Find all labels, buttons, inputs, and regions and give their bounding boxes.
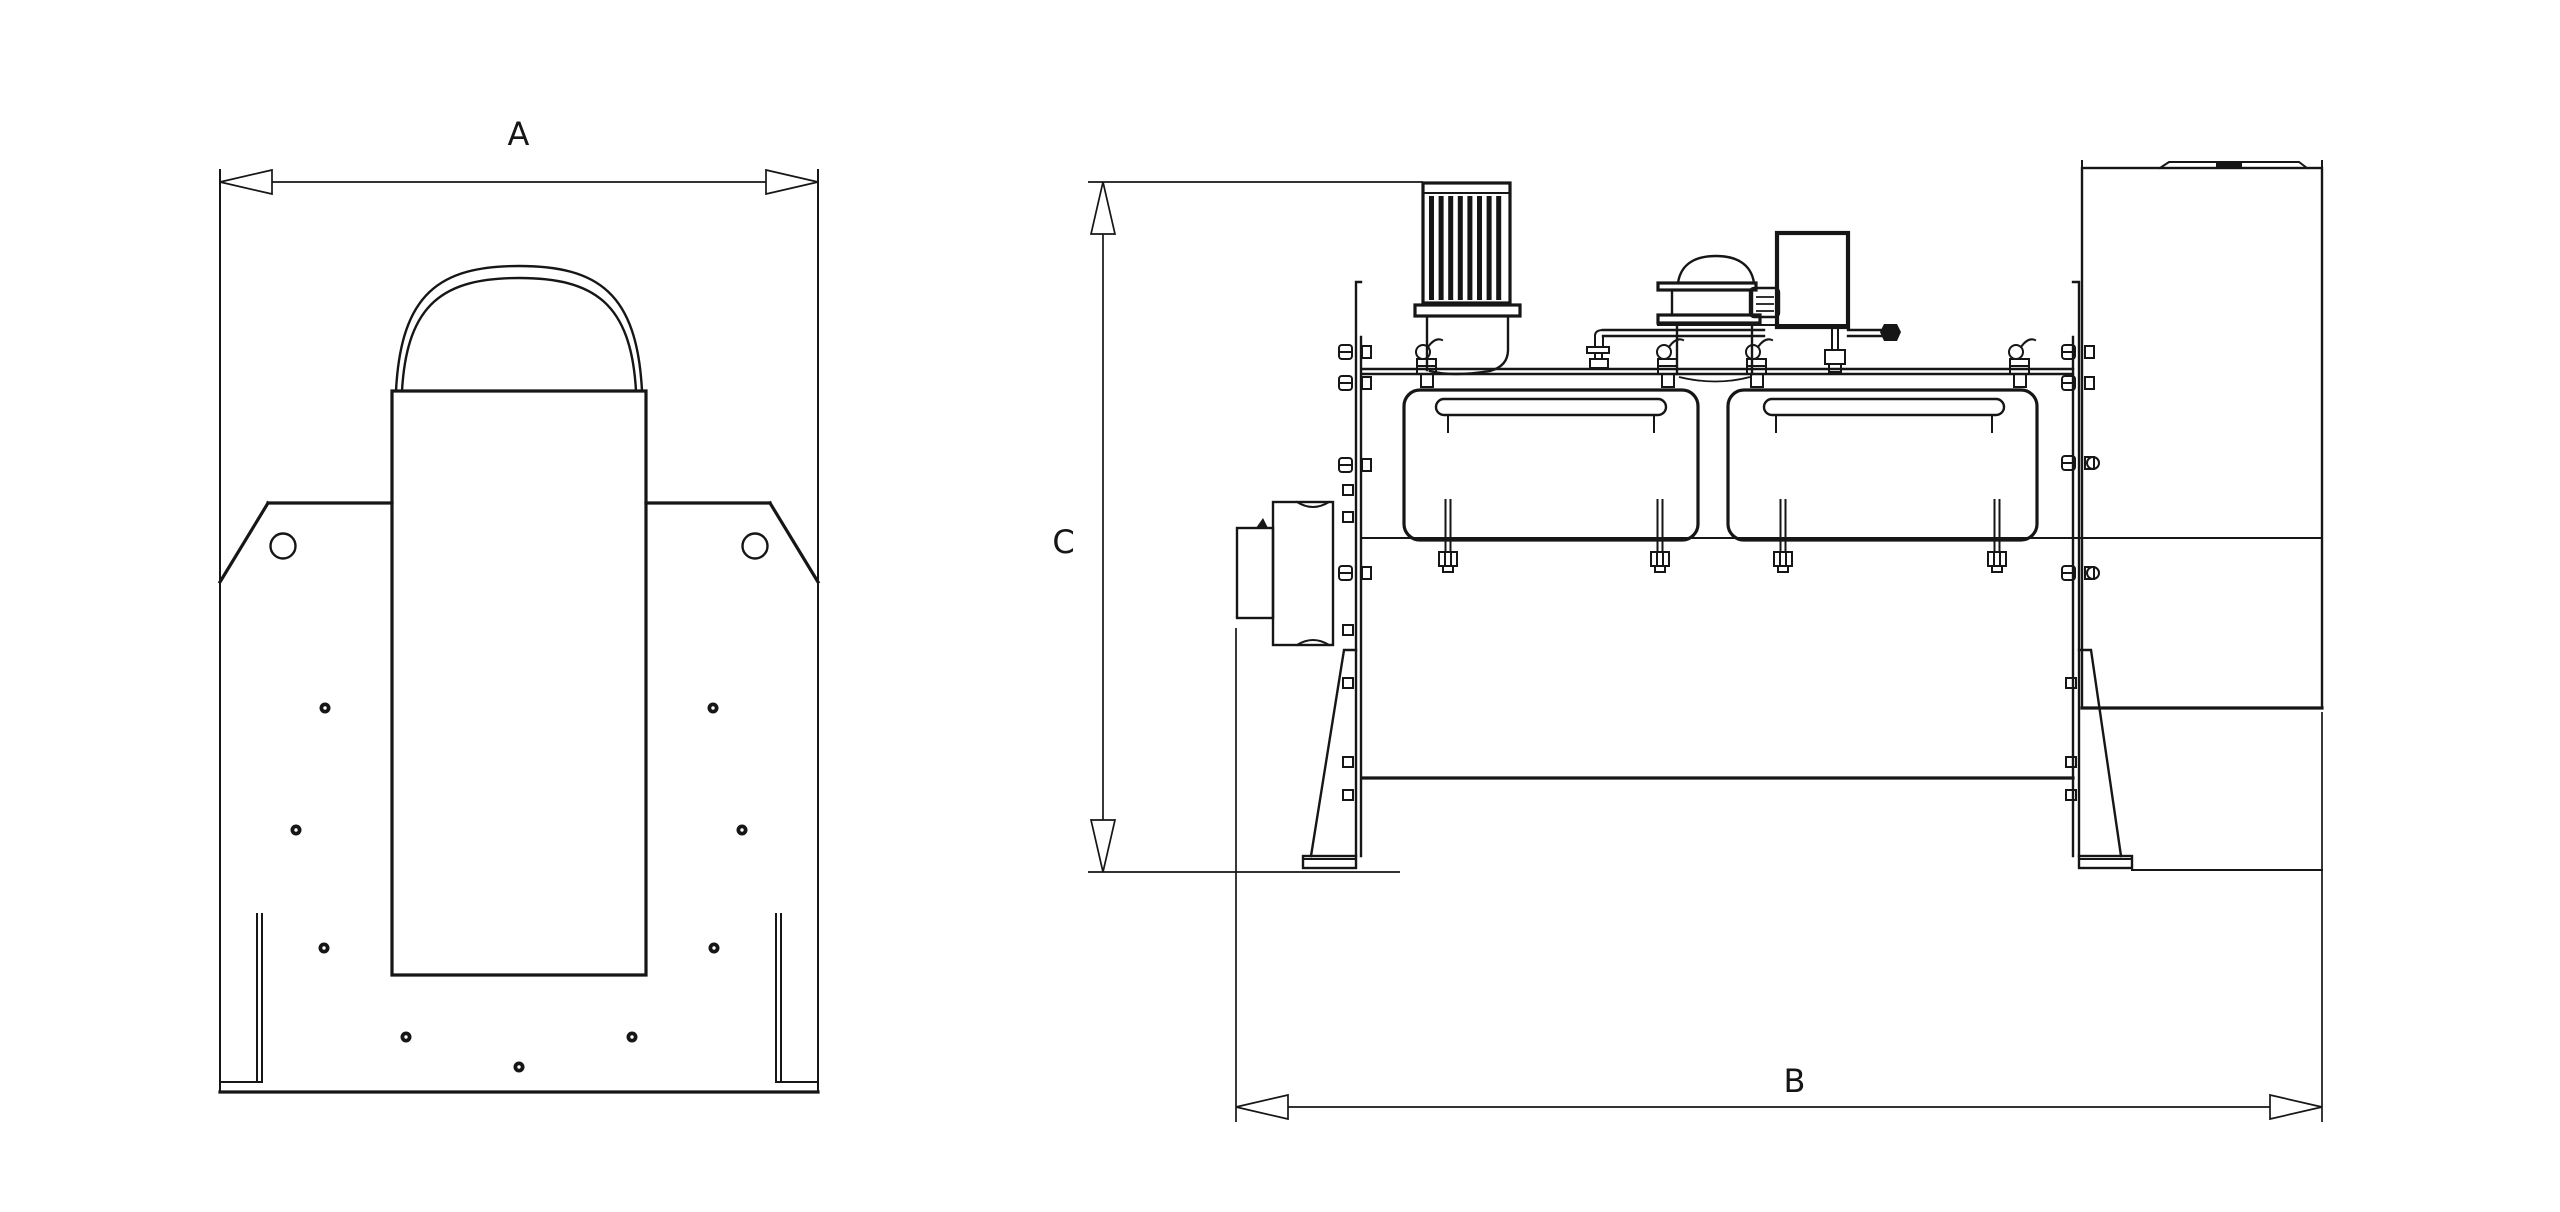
valve-neck	[1675, 321, 1754, 376]
drive-motor	[1413, 181, 1522, 376]
dim-c-extensions	[1088, 181, 1423, 873]
box-top-mark	[2216, 162, 2242, 167]
front-dome-outer	[394, 264, 644, 393]
discharge-box	[2080, 160, 2324, 710]
tank-top-lines	[1360, 367, 2075, 376]
hinge-bar-right	[1762, 397, 2006, 433]
mouth-curve	[1678, 376, 1751, 383]
front-top-plate	[217, 500, 821, 585]
shaft-mark	[1256, 518, 1268, 528]
foot-right	[2077, 854, 2134, 870]
hatch-door-right	[1726, 388, 2039, 542]
motor-fins	[1429, 196, 1502, 300]
mount-hole-right	[741, 532, 769, 560]
door-clamp-studs	[1438, 499, 2007, 573]
leg-gusset-left	[1309, 648, 1358, 858]
dome-lower-flange	[1656, 313, 1762, 325]
valve-actuator	[1748, 286, 1781, 319]
end-plate-left	[1354, 280, 1363, 858]
dimension-c: C	[1052, 181, 1423, 873]
bolt-dots	[290, 702, 748, 1073]
dim-b-arrow-left	[1235, 1094, 1289, 1120]
dim-b-label: B	[1784, 1062, 1807, 1100]
motor-fin-frame	[1421, 181, 1512, 305]
leg-gusset-right	[2077, 648, 2123, 858]
bearing-housing	[1235, 500, 1335, 647]
dim-b-arrow-right	[2269, 1094, 2323, 1120]
dim-b-extensions	[1235, 628, 2323, 1122]
side-view	[1235, 160, 2324, 871]
end-plate-right	[2071, 280, 2081, 858]
front-tower	[390, 389, 648, 977]
hinge-bar-left	[1434, 397, 1668, 433]
dim-a-label: A	[508, 115, 531, 153]
front-outline-sides	[219, 169, 819, 1093]
dimension-a: A	[219, 115, 819, 195]
spray-pipe	[1586, 324, 1901, 369]
pipe-end-knob	[1880, 324, 1901, 341]
control-box	[1774, 230, 1851, 330]
motor-body	[1425, 314, 1510, 376]
foot-left	[1301, 854, 1358, 870]
motor-flange	[1413, 303, 1522, 318]
dome-arc	[1676, 254, 1756, 285]
front-view	[217, 169, 821, 1094]
dim-c-label: C	[1052, 523, 1075, 561]
valve-dome-assembly	[1656, 254, 1849, 383]
dim-c-arrow-top	[1090, 181, 1116, 235]
box-stud	[1824, 326, 1846, 373]
front-channel-flanges	[256, 913, 782, 1083]
dim-c-arrow-bottom	[1090, 819, 1116, 873]
dim-a-arrow-left	[219, 169, 273, 195]
end-plate-bolts	[1338, 344, 2100, 801]
mount-hole-left	[269, 532, 297, 560]
hatch-door-left	[1402, 388, 1700, 542]
dim-a-arrow-right	[765, 169, 819, 195]
shaft-end	[1235, 526, 1275, 620]
dimension-b: B	[1235, 628, 2323, 1122]
valve-body	[1670, 288, 1754, 317]
front-dome-inner	[400, 276, 638, 393]
